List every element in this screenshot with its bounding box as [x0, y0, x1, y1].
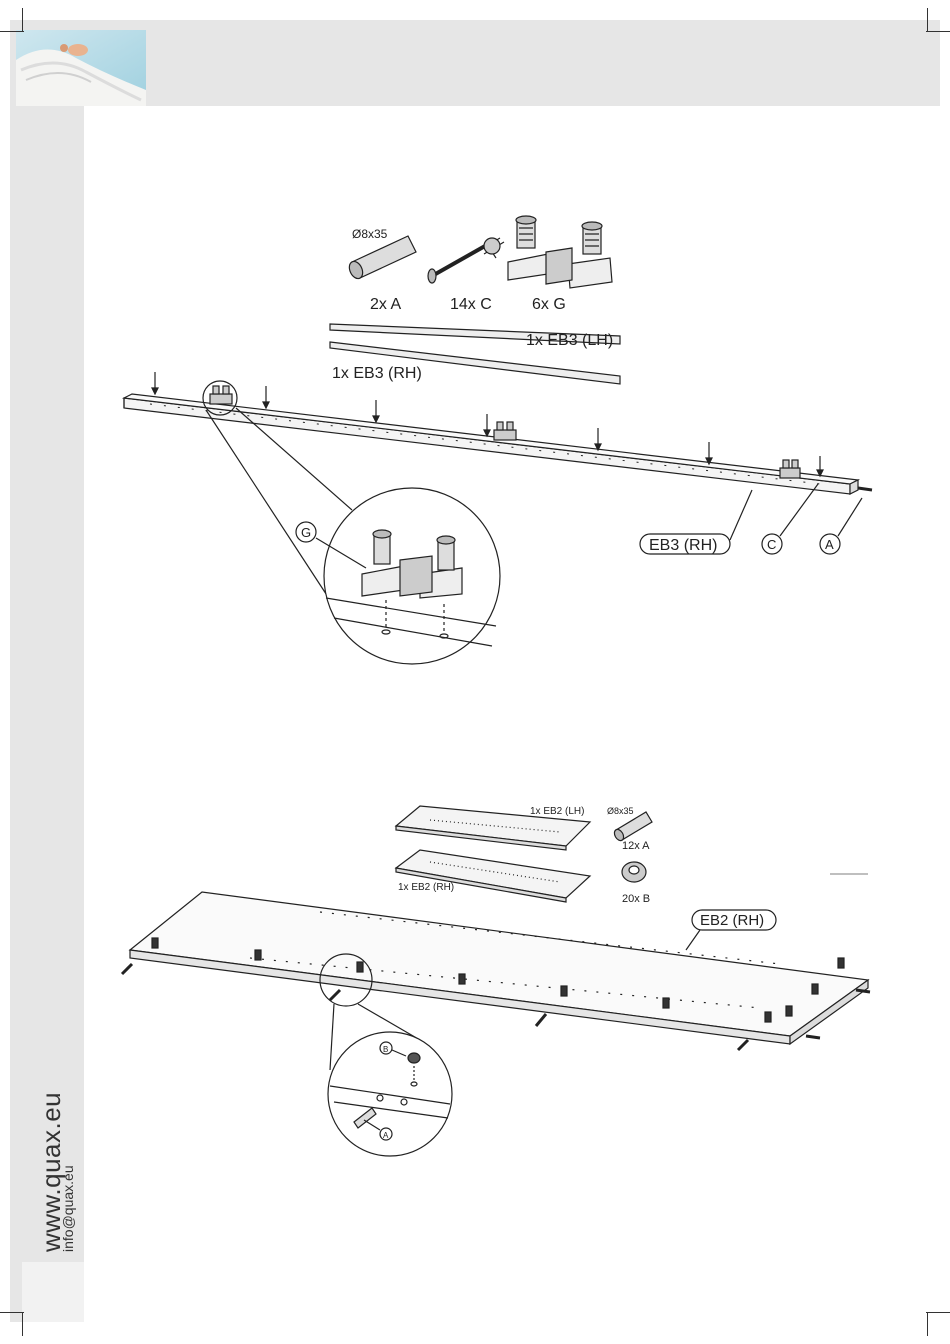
dowel-small-icon [613, 812, 652, 842]
panel-rh-label: 1x EB2 (RH) [398, 882, 454, 893]
bolt-arrow [152, 372, 823, 476]
callout-b-label: B [383, 1045, 388, 1054]
part-g-qty: 6x G [532, 296, 566, 313]
panel-eb2-rh [396, 850, 590, 902]
callout-c-label: C [767, 537, 776, 552]
cam-bolt-icon [428, 238, 504, 283]
connector-bracket-icon [508, 216, 612, 288]
callout-a-small-label: A [383, 1131, 389, 1140]
dowel-size-label: Ø8x35 [352, 227, 388, 241]
callout-eb2-label: EB2 (RH) [700, 912, 764, 929]
callout-eb3-label: EB3 (RH) [649, 537, 717, 554]
detail-circle-b [328, 1032, 452, 1156]
dowel-qty-label: 12x A [622, 840, 650, 852]
panel-lh-label: 1x EB2 (LH) [530, 806, 584, 817]
callout-g-label: G [301, 525, 311, 540]
detail-circle-g [324, 488, 500, 664]
rail-rh-label: 1x EB3 (RH) [332, 365, 422, 382]
cam-lock-icon [622, 862, 646, 882]
part-c-qty: 14x C [450, 296, 492, 313]
rail-lh-label: 1x EB3 (LH) [526, 332, 613, 349]
beam-eb3-rh [124, 394, 872, 494]
dowel-icon [347, 236, 416, 281]
dowel-size-small: Ø8x35 [607, 806, 634, 816]
part-a-qty: 2x A [370, 296, 401, 313]
callout-a-label: A [825, 537, 834, 552]
cam-qty-label: 20x B [622, 893, 650, 905]
